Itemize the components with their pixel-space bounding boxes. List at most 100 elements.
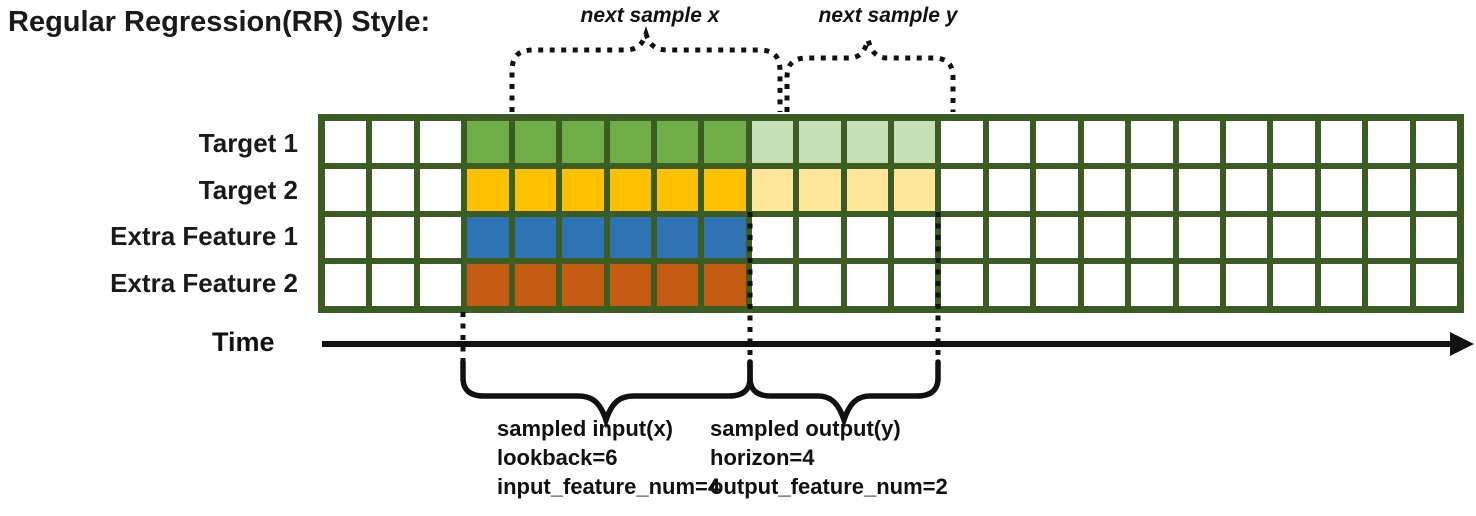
grid-cell <box>1225 216 1268 259</box>
grid-cell <box>704 121 746 163</box>
grid-cell <box>609 264 651 306</box>
sampled-output-annotation: sampled output(y) horizon=4 output_featu… <box>710 414 948 501</box>
grid-cell <box>1368 168 1410 211</box>
grid-cell <box>1036 121 1078 163</box>
next-sample-x-label: next sample x <box>580 4 720 27</box>
grid-cell <box>1368 121 1410 163</box>
grid-cell <box>799 168 841 211</box>
grid-cell <box>941 121 983 163</box>
grid-cell <box>799 264 841 306</box>
grid-cell <box>1320 121 1363 163</box>
grid-cell <box>941 216 983 259</box>
grid-cell <box>514 264 557 306</box>
grid-cell <box>941 168 983 211</box>
grid-cell <box>941 264 983 306</box>
next-sample-x-brace <box>509 26 783 112</box>
grid-cell <box>1415 264 1457 306</box>
grid-cell <box>1178 264 1220 306</box>
grid-cell <box>1178 168 1220 211</box>
grid-cell <box>1415 168 1457 211</box>
next-sample-y-brace <box>784 30 956 112</box>
grid-cell <box>1131 216 1173 259</box>
grid-cell <box>704 264 746 306</box>
grid-cell <box>514 216 557 259</box>
grid-cell <box>704 216 746 259</box>
grid-cell <box>514 168 557 211</box>
grid-cell <box>419 121 462 163</box>
grid-cell <box>1273 216 1315 259</box>
grid-cell <box>325 216 367 259</box>
input-feature-num-value: input_feature_num=4 <box>497 474 721 499</box>
grid-cell <box>894 264 936 306</box>
grid-cell <box>467 168 509 211</box>
grid-cell <box>988 216 1031 259</box>
grid-cell <box>656 168 699 211</box>
grid-cell <box>894 216 936 259</box>
grid-cell <box>704 168 746 211</box>
sampled-output-brace <box>747 359 941 429</box>
grid-cell <box>1083 216 1126 259</box>
grid-cell <box>751 264 794 306</box>
grid-cell <box>751 216 794 259</box>
grid-cell <box>372 216 414 259</box>
grid-cell <box>846 216 888 259</box>
grid-cell <box>562 168 604 211</box>
grid-cell <box>1036 264 1078 306</box>
grid-cell <box>1036 168 1078 211</box>
grid-cell <box>656 121 699 163</box>
grid-cell <box>1083 168 1126 211</box>
grid-cell <box>419 168 462 211</box>
grid-cell <box>1131 264 1173 306</box>
grid-cell <box>372 121 414 163</box>
grid-cell <box>562 121 604 163</box>
grid-cell <box>846 264 888 306</box>
grid-cell <box>1320 264 1363 306</box>
lookback-value: lookback=6 <box>497 445 618 470</box>
grid-cell <box>1178 216 1220 259</box>
grid-cell <box>988 168 1031 211</box>
grid-cell <box>372 264 414 306</box>
sampled-input-annotation: sampled input(x) lookback=6 input_featur… <box>497 414 720 501</box>
grid-cell <box>751 121 794 163</box>
grid-cell <box>751 168 794 211</box>
grid-cell <box>609 168 651 211</box>
grid-cell <box>325 121 367 163</box>
grid-cell <box>656 216 699 259</box>
grid-cell <box>1083 264 1126 306</box>
row-label-target-1: Target 1 <box>198 127 298 158</box>
grid-cell <box>1320 168 1363 211</box>
horizon-value: horizon=4 <box>710 445 815 470</box>
row-label-extra-feature-1: Extra Feature 1 <box>110 221 298 252</box>
sample-grid <box>318 114 1464 313</box>
grid-cell <box>656 264 699 306</box>
grid-cell <box>609 121 651 163</box>
grid-cell <box>846 168 888 211</box>
next-sample-y-label: next sample y <box>818 4 958 27</box>
grid-cell <box>562 264 604 306</box>
grid-cell <box>1036 216 1078 259</box>
grid-cell <box>1415 216 1457 259</box>
grid-cell <box>562 216 604 259</box>
output-feature-num-value: output_feature_num=2 <box>710 474 948 499</box>
sampled-input-brace <box>460 359 753 429</box>
time-axis-label: Time <box>212 327 275 357</box>
grid-cell <box>846 121 888 163</box>
grid-cell <box>325 264 367 306</box>
grid-cell <box>372 168 414 211</box>
grid-cell <box>1273 168 1315 211</box>
grid-cell <box>799 216 841 259</box>
grid-cell <box>419 216 462 259</box>
sampled-input-title: sampled input(x) <box>497 416 674 441</box>
grid-cell <box>988 121 1031 163</box>
page-title: Regular Regression(RR) Style: <box>8 6 431 38</box>
grid-cell <box>467 264 509 306</box>
grid-cell <box>514 121 557 163</box>
grid-cell <box>1415 121 1457 163</box>
row-label-extra-feature-2: Extra Feature 2 <box>110 268 298 299</box>
grid-cell <box>325 168 367 211</box>
grid-cell <box>1273 264 1315 306</box>
grid-cell <box>1178 121 1220 163</box>
sampled-output-title: sampled output(y) <box>710 416 901 441</box>
